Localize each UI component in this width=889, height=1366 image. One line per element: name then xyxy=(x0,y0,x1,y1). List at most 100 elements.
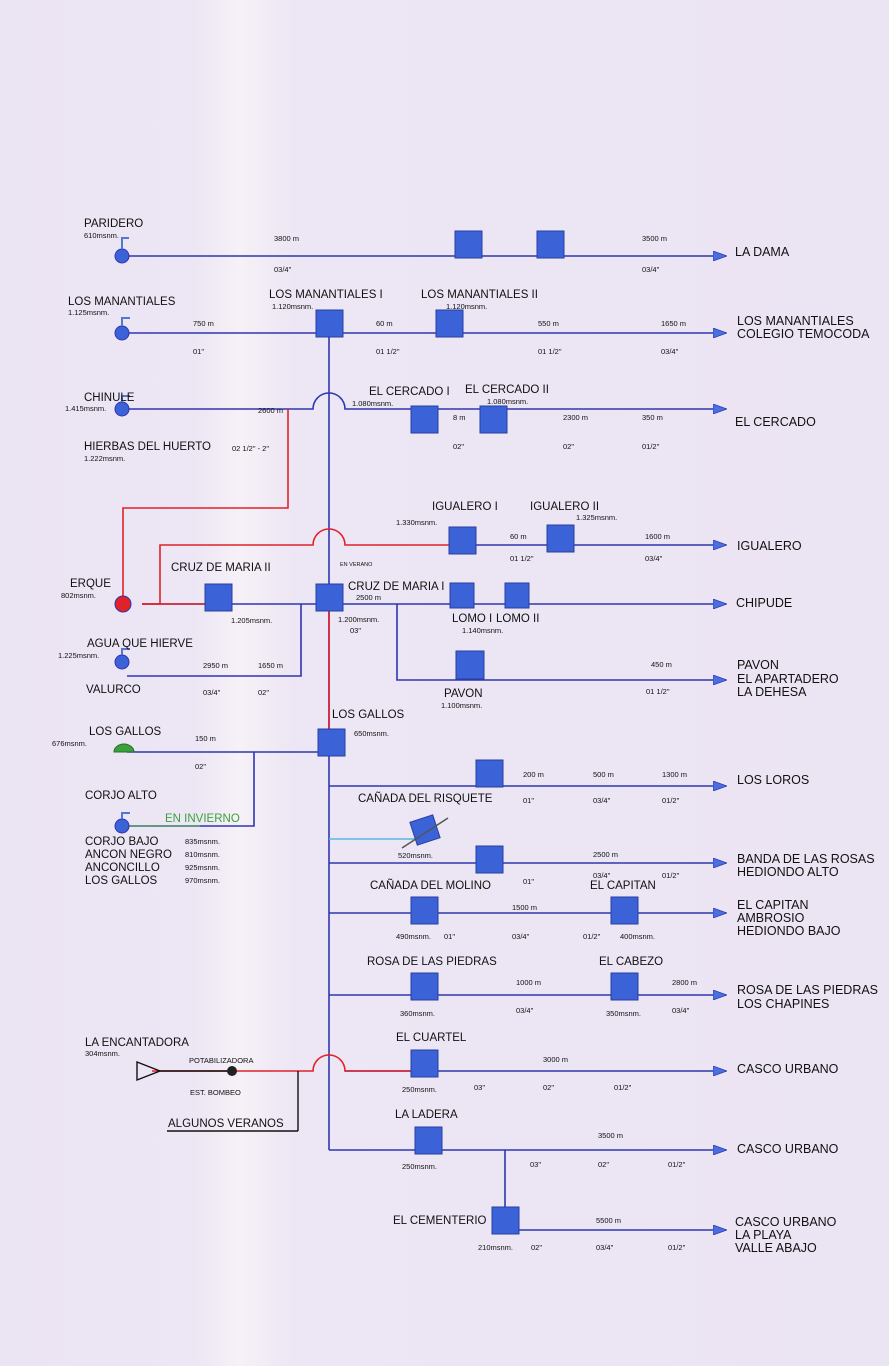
pipe-length: 60 m xyxy=(510,532,527,541)
destination-label: HEDIONDO ALTO xyxy=(737,865,839,879)
destination-label: LA PLAYA xyxy=(735,1228,792,1242)
pipe-length: 150 m xyxy=(195,734,216,743)
pipe-length: 350 m xyxy=(642,413,663,422)
tank-paridero-2 xyxy=(536,230,565,259)
destination-label: CASCO URBANO xyxy=(735,1215,837,1229)
tank-alt: 250msnm. xyxy=(402,1162,438,1171)
tank-label: IGUALERO II xyxy=(530,501,600,513)
pipe-length: 1600 m xyxy=(645,532,671,541)
tank-alt: 210msnm. xyxy=(478,1243,514,1252)
paridero-source-icon xyxy=(114,237,130,264)
pipe-length: 60 m xyxy=(376,319,393,328)
bombeo-label: EST. BOMBEO xyxy=(190,1088,241,1097)
tank-alt: 1.080msnm. xyxy=(487,397,529,406)
pipe-length: 3800 m xyxy=(274,234,300,243)
pipe-diameter: 01/2" xyxy=(662,871,680,880)
destination-label: IGUALERO xyxy=(737,539,802,553)
corjo-list-name: LOS GALLOS xyxy=(85,875,158,887)
tank-alt: 1.205msnm. xyxy=(231,616,273,625)
pipe-diameter: 02" xyxy=(543,1083,555,1092)
tank-ladera xyxy=(414,1126,443,1155)
pipe-diameter: 02" xyxy=(258,688,270,697)
corjo-list-name: ANCONCILLO xyxy=(85,862,160,874)
tank-cruz-ii xyxy=(204,583,233,612)
red-pipe-encantadora xyxy=(152,1054,420,1072)
pipe-diameter: 03/4" xyxy=(596,1243,614,1252)
gallos-name: LOS GALLOS xyxy=(89,726,162,738)
corjo-list-alt: 810msnm. xyxy=(185,850,221,859)
corjo-list-alt: 970msnm. xyxy=(185,876,221,885)
tank-manantiales-ii xyxy=(435,309,464,338)
erque-name: ERQUE xyxy=(70,578,111,590)
pipe-diameter: 02" xyxy=(598,1160,610,1169)
pipe-length: 3500 m xyxy=(642,234,668,243)
pipe-diameter: 02" xyxy=(563,442,575,451)
pipe-length: 750 m xyxy=(193,319,214,328)
tank-alt: 1.200msnm. xyxy=(338,615,380,624)
chinule-source-icon xyxy=(114,395,130,417)
tank-lomo-ii xyxy=(504,582,530,609)
paridero-name: PARIDERO xyxy=(84,218,144,230)
tank-cuartel xyxy=(410,1049,439,1078)
tank-cercado-i xyxy=(410,405,439,434)
tank-alt: 1.080msnm. xyxy=(352,399,394,408)
pipe-length: 450 m xyxy=(651,660,672,669)
pipe-length: 200 m xyxy=(523,770,544,779)
destination-label: COLEGIO TEMOCODA xyxy=(737,327,870,341)
risquete-valve xyxy=(401,817,449,849)
pipe-chinule-cercado xyxy=(127,392,726,409)
pipe-diameter: 01" xyxy=(523,796,535,805)
tank-label: LA LADERA xyxy=(395,1109,458,1121)
tank-label: CRUZ DE MARIA I xyxy=(348,581,445,593)
pipe-diameter: 03/4" xyxy=(516,1006,534,1015)
pipe-diameter: 03/4" xyxy=(512,932,530,941)
pipe-diameter: 01 1/2" xyxy=(538,347,562,356)
red-pipe-erque-igualero xyxy=(142,528,462,605)
tank-label: EL CERCADO I xyxy=(369,386,450,398)
hierbas-name: HIERBAS DEL HUERTO xyxy=(84,441,211,453)
valurco-name: VALURCO xyxy=(86,684,141,696)
tank-label: EL CEMENTERIO xyxy=(393,1215,487,1227)
corjo-list-name: CORJO BAJO xyxy=(85,836,159,848)
destination-label: EL CAPITAN xyxy=(737,898,809,912)
hierbas-alt: 1.222msnm. xyxy=(84,454,126,463)
encantadora-name: LA ENCANTADORA xyxy=(85,1037,189,1049)
pipe-diameter: 03/4" xyxy=(672,1006,690,1015)
pipe-diameter: 01" xyxy=(523,877,535,886)
lomo-ii-label: LOMO II xyxy=(496,613,540,625)
tank-alt: 360msnm. xyxy=(400,1009,436,1018)
pipe-diameter: 01/2" xyxy=(668,1243,686,1252)
tank-alt: 1.120msnm. xyxy=(272,302,314,311)
tank-capitan xyxy=(610,896,639,925)
pipe-diameter: 03/4" xyxy=(274,265,292,274)
tank-los-gallos xyxy=(317,728,346,757)
pipe-length: 2950 m xyxy=(203,661,229,670)
destination-label: EL APARTADERO xyxy=(737,672,839,686)
destination-label: EL CERCADO xyxy=(735,415,816,429)
potabilizadora-label: POTABILIZADORA xyxy=(189,1056,254,1065)
pipe-diameter: 03/4" xyxy=(642,265,660,274)
tank-manantiales-i xyxy=(315,309,344,338)
pipe-length: 2300 m xyxy=(563,413,589,422)
destination-label: CASCO URBANO xyxy=(737,1062,839,1076)
pipe-length: 3500 m xyxy=(598,1131,624,1140)
pipe-length: 1000 m xyxy=(516,978,542,987)
bombeo-station-icon xyxy=(227,1066,237,1076)
tank-alt: 490msnm. xyxy=(396,932,432,941)
invierno-label: EN INVIERNO xyxy=(165,813,240,825)
manantiales-source-icon xyxy=(114,317,130,341)
tank-alt: 1.325msnm. xyxy=(576,513,618,522)
tank-molino xyxy=(410,896,439,925)
pipe-diameter: 02" xyxy=(195,762,207,771)
destination-label: HEDIONDO BAJO xyxy=(737,924,841,938)
intake-triangle xyxy=(136,1060,162,1082)
corjo-name: CORJO ALTO xyxy=(85,790,157,802)
tank-cruz-i xyxy=(315,583,344,612)
destination-label: AMBROSIO xyxy=(737,911,805,925)
tank-label: IGUALERO I xyxy=(432,501,498,513)
pipe-length: 2500 m xyxy=(593,850,619,859)
pipe-diameter: 01/2" xyxy=(642,442,660,451)
tank-alt: 1.120msnm. xyxy=(446,302,488,311)
